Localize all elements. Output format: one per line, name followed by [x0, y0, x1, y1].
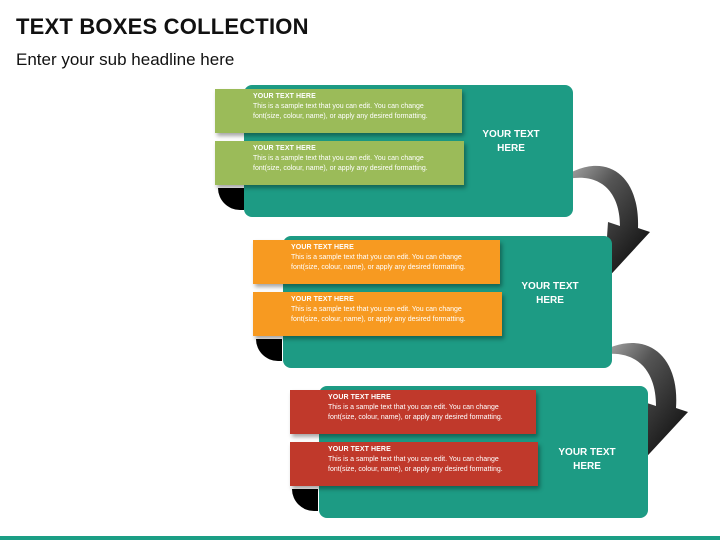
curved-arrow-icon	[594, 343, 688, 466]
ribbon-heading: YOUR TEXT HERE	[253, 93, 316, 100]
ribbon-body: This is a sample text that you can edit.…	[328, 456, 503, 473]
ribbon-item[interactable]: YOUR TEXT HERE This is a sample text tha…	[253, 292, 502, 336]
ribbon-heading: YOUR TEXT HERE	[253, 145, 316, 152]
ribbon-curl	[218, 188, 244, 210]
ribbon-item[interactable]: YOUR TEXT HERE This is a sample text tha…	[290, 390, 536, 434]
ribbon-curl	[256, 339, 282, 361]
slide-title: TEXT BOXES COLLECTION	[16, 14, 309, 39]
text-box-2-label: YOUR TEXT HERE	[521, 281, 579, 306]
ribbon-body: This is a sample text that you can edit.…	[291, 306, 466, 323]
ribbon-body: This is a sample text that you can edit.…	[291, 254, 466, 271]
ribbon-heading: YOUR TEXT HERE	[328, 446, 391, 453]
ribbon-heading: YOUR TEXT HERE	[291, 244, 354, 251]
ribbon-heading: YOUR TEXT HERE	[291, 296, 354, 303]
ribbon-body: This is a sample text that you can edit.…	[253, 155, 428, 172]
ribbon-heading: YOUR TEXT HERE	[328, 394, 391, 401]
ribbon-body: This is a sample text that you can edit.…	[328, 404, 503, 421]
text-box-1-label: YOUR TEXT HERE	[482, 129, 540, 154]
text-box-3-label: YOUR TEXT HERE	[558, 447, 616, 472]
ribbon-curl	[292, 489, 318, 511]
curved-arrow-icon	[556, 165, 650, 282]
ribbon-item[interactable]: YOUR TEXT HERE This is a sample text tha…	[215, 89, 462, 133]
footer-bar	[0, 536, 720, 540]
ribbon-item[interactable]: YOUR TEXT HERE This is a sample text tha…	[290, 442, 538, 486]
ribbon-body: This is a sample text that you can edit.…	[253, 103, 428, 120]
ribbon-item[interactable]: YOUR TEXT HERE This is a sample text tha…	[215, 141, 464, 185]
slide-subtitle: Enter your sub headline here	[16, 50, 235, 69]
ribbon-item[interactable]: YOUR TEXT HERE This is a sample text tha…	[253, 240, 500, 284]
